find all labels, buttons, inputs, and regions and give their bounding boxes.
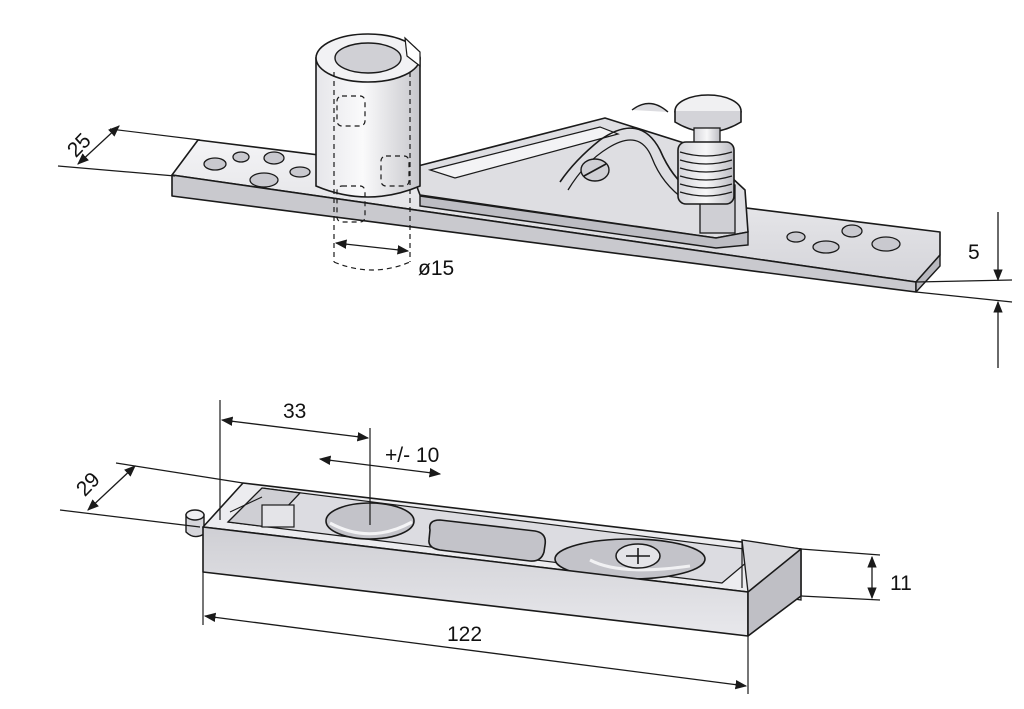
dim-thickness-label: 5 [968,241,980,264]
mounting-holes-right [786,224,901,254]
dim-adjust: +/- 10 [318,444,442,478]
pivot-arm [409,102,749,249]
dim-height-label: 11 [890,572,912,595]
dim-length-label: 122 [447,623,482,646]
dim-adjust-label: +/- 10 [385,444,439,467]
dim-height: 11 [800,548,912,601]
pivot-cylinder [315,33,421,271]
dim-width-top-label: 25 [63,129,96,162]
bottom-floor-plate: 33 +/- 10 29 11 122 [59,400,912,694]
dim-length: 122 [202,572,749,694]
channel-end-block [226,487,302,528]
adjustment-slot [428,519,547,562]
dim-offset-label: 33 [283,400,306,423]
top-pivot-part: 25 ø15 5 [57,33,1013,368]
dim-width-bottom-label: 29 [72,468,105,501]
mounting-holes-left [203,151,311,188]
cam-screw [554,538,706,580]
adjusting-screw [674,94,742,205]
dim-diameter: ø15 [334,239,454,280]
dim-thickness: 5 [915,212,1013,368]
dim-diameter-label: ø15 [418,257,454,280]
locating-pin [185,509,205,538]
